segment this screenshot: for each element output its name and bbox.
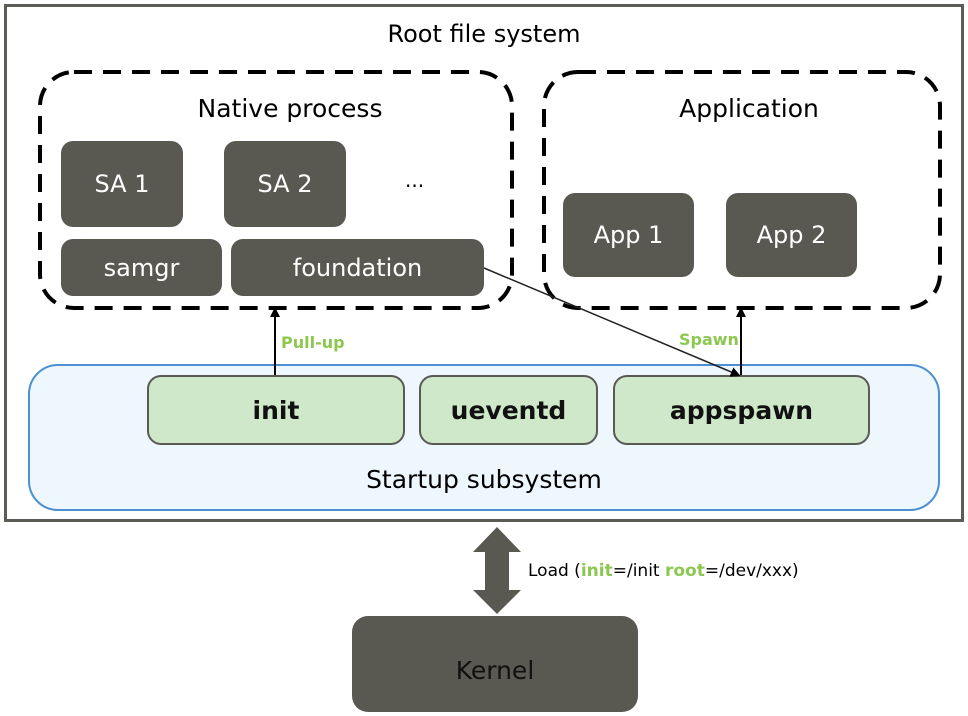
samgr-box: samgr bbox=[61, 239, 222, 296]
pull-up-label: Pull-up bbox=[281, 333, 345, 352]
load-init-value: =/init bbox=[612, 561, 665, 581]
load-prefix: Load ( bbox=[528, 561, 581, 581]
ueventd-box: ueventd bbox=[419, 375, 598, 445]
load-root-key: root bbox=[664, 561, 705, 581]
ellipsis-label: ... bbox=[405, 168, 425, 192]
appspawn-box: appspawn bbox=[613, 375, 870, 445]
spawn-label: Spawn bbox=[679, 330, 739, 349]
native-process-title: Native process bbox=[197, 94, 383, 123]
app1-box: App 1 bbox=[563, 193, 694, 277]
kernel-box: Kernel bbox=[352, 616, 638, 712]
root-file-system-title: Root file system bbox=[387, 20, 581, 48]
load-label: Load (init=/init root=/dev/xxx) bbox=[528, 561, 799, 581]
load-init-key: init bbox=[580, 561, 613, 581]
load-double-arrow bbox=[473, 527, 521, 614]
sa2-box: SA 2 bbox=[224, 141, 346, 227]
load-root-value: =/dev/xxx) bbox=[704, 561, 799, 581]
app2-box: App 2 bbox=[726, 193, 857, 277]
init-box: init bbox=[147, 375, 405, 445]
sa1-box: SA 1 bbox=[61, 141, 183, 227]
startup-subsystem-title: Startup subsystem bbox=[366, 465, 602, 494]
foundation-box: foundation bbox=[231, 239, 484, 296]
application-title: Application bbox=[679, 94, 819, 123]
